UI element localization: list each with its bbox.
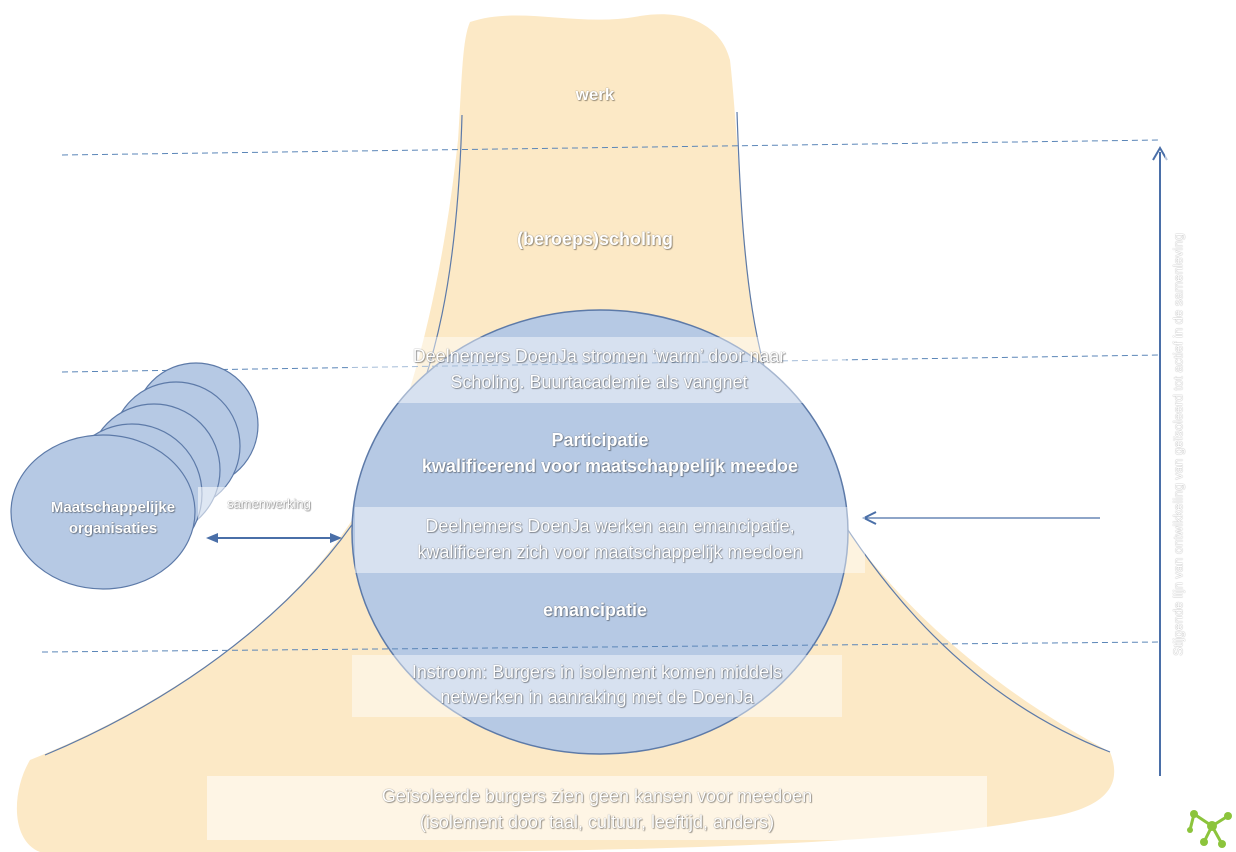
- samenwerking-arrowhead-left: [206, 533, 218, 543]
- geisoleerd-text-1: Geïsoleerde burgers zien geen kansen voo…: [207, 786, 987, 808]
- doorstroom-text-1: Deelnemers DoenJa stromen ‘warm’ door na…: [352, 346, 846, 368]
- logo-atom: [1218, 840, 1226, 848]
- logo-atom: [1207, 821, 1217, 831]
- instroom-text-1: Instroom: Burgers in isolement komen mid…: [352, 662, 842, 684]
- organisation-circles: [11, 363, 258, 589]
- level-participatie-title: Participatie: [470, 430, 730, 452]
- organisaties-label-1: Maatschappelijke: [28, 499, 198, 517]
- level-emancipatie-label: emancipatie: [480, 600, 710, 622]
- molecule-logo-icon: [1187, 810, 1232, 848]
- werken-text-1: Deelnemers DoenJa werken aan emancipatie…: [355, 516, 865, 538]
- samenwerking-label: samenwerking: [198, 496, 340, 512]
- level-scholing-label: (beroeps)scholing: [440, 229, 750, 251]
- side-axis-label: Stijgende lijn van ontwikkeling van geïs…: [1171, 150, 1186, 740]
- logo-atom: [1187, 827, 1193, 833]
- organisaties-label-2: organisaties: [28, 520, 198, 538]
- instroom-text-2: netwerken in aanraking met de DoenJa: [352, 687, 842, 709]
- werken-text-2: kwalificeren zich voor maatschappelijk m…: [355, 542, 865, 564]
- logo-atom: [1200, 838, 1208, 846]
- logo-atom: [1224, 812, 1232, 820]
- geisoleerd-text-2: (isolement door taal, cultuur, leeftijd,…: [207, 812, 987, 834]
- doorstroom-text-2: Scholing. Buurtacademie als vangnet: [352, 372, 846, 394]
- level-participatie-sub: kwalificerend voor maatschappelijk meedo…: [370, 456, 850, 478]
- logo-atom: [1190, 810, 1198, 818]
- level-werk-label: werk: [500, 85, 690, 105]
